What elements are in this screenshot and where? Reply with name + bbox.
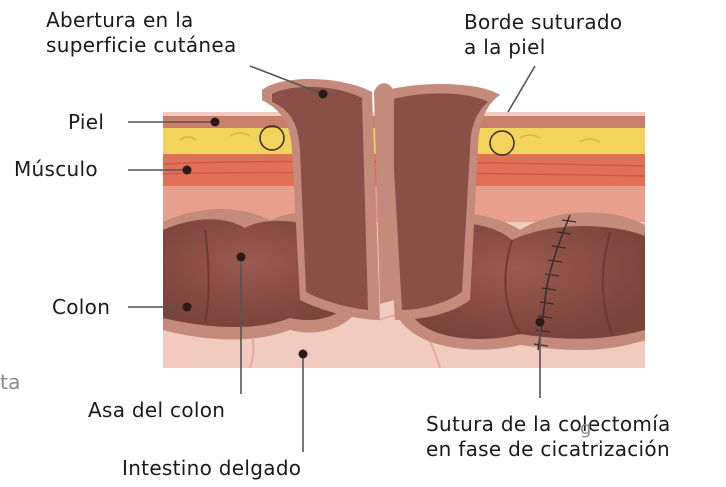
label-sutura-line2: en fase de cicatrización — [426, 437, 671, 462]
label-borde: Borde suturado a la piel — [464, 10, 622, 60]
label-piel: Piel — [68, 110, 104, 135]
label-abertura: Abertura en la superficie cutánea — [46, 8, 237, 58]
label-fragment-left: ta — [0, 370, 21, 395]
label-fragment-stray: g — [580, 416, 592, 441]
label-sutura-line1: Sutura de la colectomía — [426, 412, 671, 437]
label-borde-line2: a la piel — [464, 35, 622, 60]
label-musculo: Músculo — [14, 157, 98, 182]
label-asa-del-colon: Asa del colon — [88, 398, 225, 423]
label-sutura: Sutura de la colectomía en fase de cicat… — [426, 412, 671, 462]
label-intestino-delgado: Intestino delgado — [122, 456, 301, 481]
label-colon: Colon — [52, 295, 110, 320]
label-abertura-line1: Abertura en la — [46, 8, 237, 33]
label-abertura-line2: superficie cutánea — [46, 33, 237, 58]
label-borde-line1: Borde suturado — [464, 10, 622, 35]
